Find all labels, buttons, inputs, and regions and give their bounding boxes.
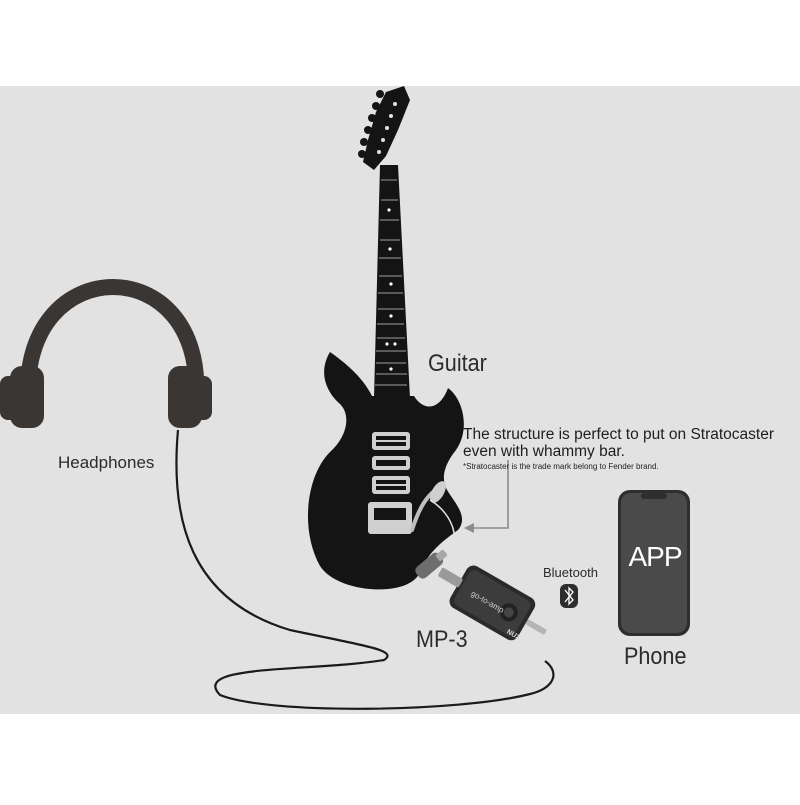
note-text: The structure is perfect to put on Strat…	[463, 426, 775, 460]
headphones-label: Headphones	[58, 453, 155, 472]
jack-plug	[415, 549, 448, 579]
guitar-icon	[307, 86, 464, 590]
stratocaster-note: The structure is perfect to put on Strat…	[463, 426, 800, 473]
phone-icon	[618, 490, 690, 636]
phone-label: Phone	[624, 643, 687, 670]
note-footnote: *Stratocaster is the trade mark belong t…	[463, 462, 659, 471]
app-label: APP	[628, 541, 682, 572]
headphones-icon	[0, 279, 212, 428]
bluetooth-icon	[560, 584, 578, 608]
mp3-label: MP-3	[416, 626, 468, 653]
pointer-arrow-icon	[464, 460, 509, 533]
headphone-cable	[175, 429, 555, 710]
bluetooth-label: Bluetooth	[543, 565, 598, 580]
guitar-label: Guitar	[428, 350, 487, 377]
mp3-device-icon: go-to-amp NUX	[438, 565, 547, 642]
